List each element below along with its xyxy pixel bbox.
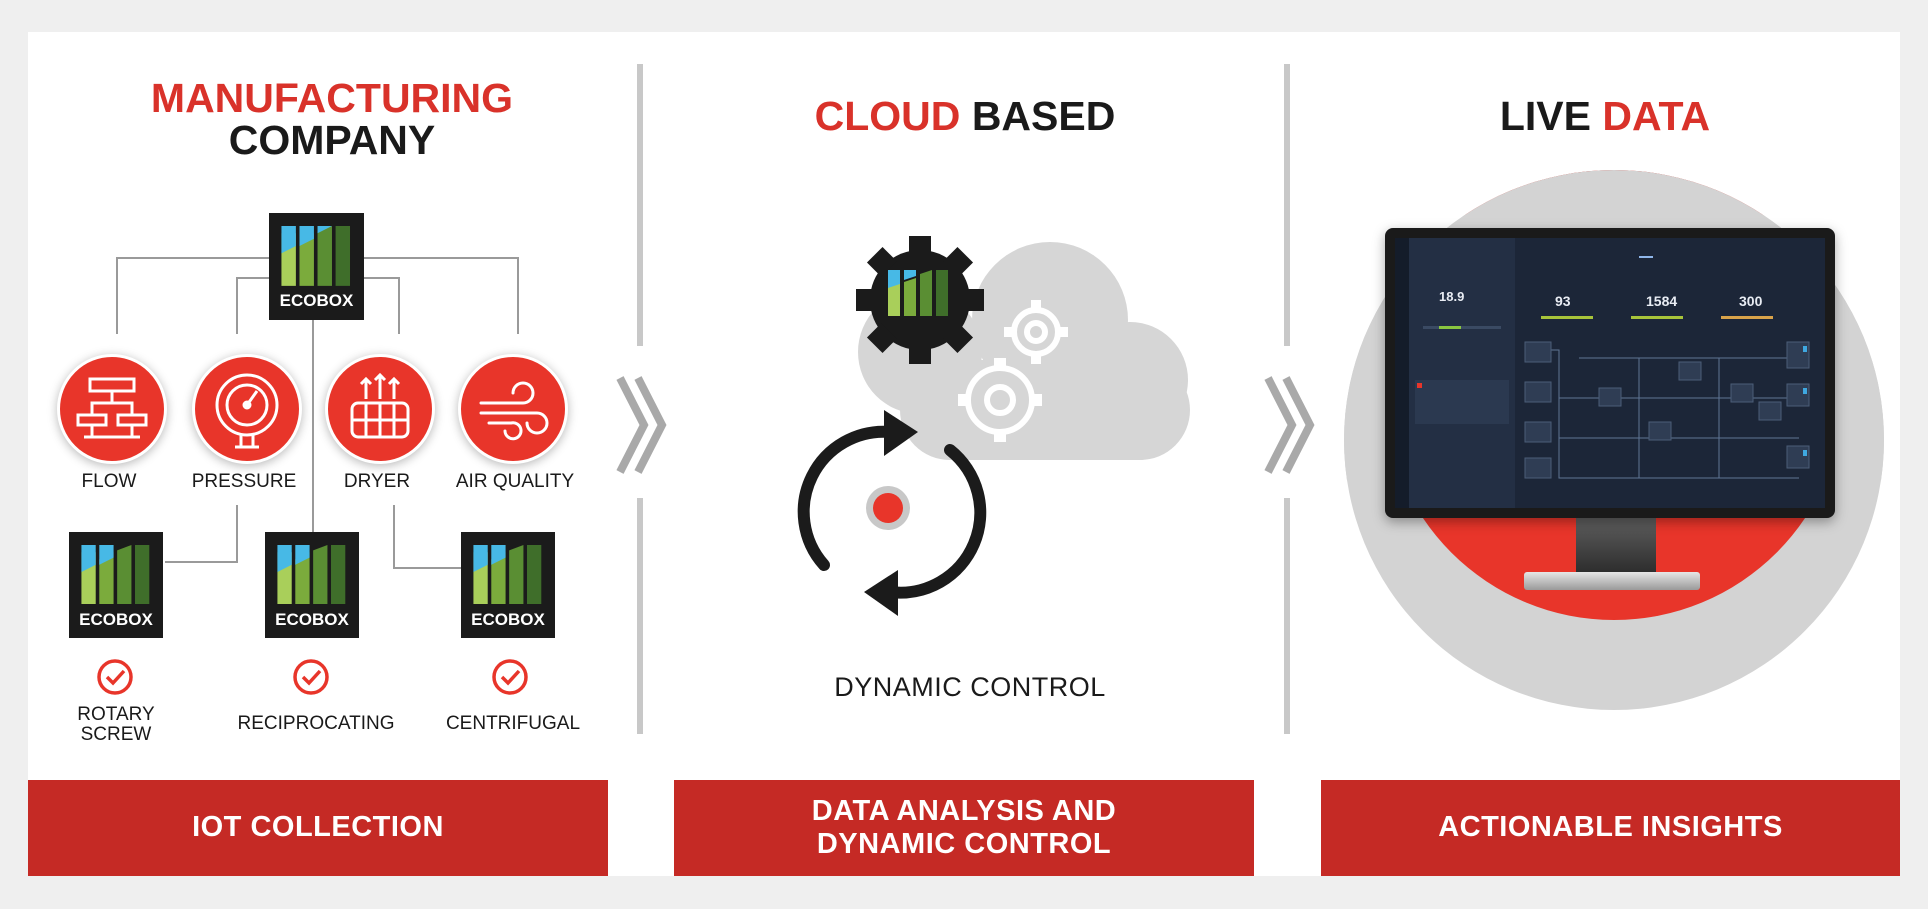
divider-left-bottom bbox=[637, 498, 643, 734]
monitor-frame: 18.9 93 1584 300 bbox=[1385, 228, 1835, 518]
kpi-tab-active bbox=[1639, 256, 1653, 258]
sensor-flow bbox=[57, 354, 167, 464]
divider-right-bottom bbox=[1284, 498, 1290, 734]
pressure-gauge-icon bbox=[215, 373, 279, 449]
check-circle-icon bbox=[97, 659, 133, 695]
col3-title-red: DATA bbox=[1602, 93, 1711, 139]
chevron-right-icon bbox=[616, 376, 667, 474]
monitor-stand-neck bbox=[1576, 510, 1656, 576]
system-diagram bbox=[1524, 341, 1810, 479]
specific-power-bar bbox=[1423, 326, 1501, 329]
col2-title-black: BASED bbox=[971, 93, 1116, 139]
ecobox-logo-icon bbox=[81, 544, 150, 605]
flow-bar bbox=[1631, 316, 1683, 319]
ecobox-label: ECOBOX bbox=[79, 609, 153, 629]
ecobox-logo-icon bbox=[473, 544, 542, 605]
col1-title-red: MANUFACTURING bbox=[150, 75, 514, 121]
banner-line1: DATA ANALYSIS AND bbox=[811, 794, 1117, 827]
banner-actionable-insights: ACTIONABLE INSIGHTS bbox=[1321, 780, 1900, 876]
compressor-label-reciprocating: RECIPROCATING bbox=[237, 713, 395, 734]
power-value: 300 bbox=[1739, 293, 1763, 309]
gear-icon bbox=[856, 236, 984, 364]
air-quality-icon bbox=[479, 381, 549, 441]
check-circle-icon bbox=[492, 659, 528, 695]
sensor-label-air-quality: AIR QUALITY bbox=[455, 471, 575, 492]
dashboard-sidebar bbox=[1395, 238, 1409, 508]
dashboard-screen: 18.9 93 1584 300 bbox=[1395, 238, 1825, 508]
flow-value: 1584 bbox=[1646, 293, 1678, 309]
divider-right-top bbox=[1284, 64, 1290, 346]
compressor-label-line2: SCREW bbox=[80, 723, 152, 745]
sensor-dryer bbox=[325, 354, 435, 464]
ecobox-label: ECOBOX bbox=[471, 609, 545, 629]
sensor-pressure bbox=[192, 354, 302, 464]
col3-title-black: LIVE bbox=[1499, 93, 1591, 139]
compressor-label-centrifugal: CENTRIFUGAL bbox=[445, 713, 581, 734]
sensor-label-flow: FLOW bbox=[81, 471, 137, 492]
ecobox-rotary-screw: ECOBOX bbox=[69, 532, 163, 638]
ecobox-centrifugal: ECOBOX bbox=[461, 532, 555, 638]
compressor-label-rotary-screw: ROTARY SCREW bbox=[56, 705, 176, 745]
ecobox-label: ECOBOX bbox=[279, 291, 354, 311]
alerts-panel bbox=[1415, 380, 1509, 424]
sensor-air-quality bbox=[458, 354, 568, 464]
cloud-control-illustration bbox=[797, 236, 1190, 616]
sensor-label-pressure: PRESSURE bbox=[191, 471, 297, 492]
compressor-label-line1: ROTARY bbox=[77, 704, 155, 725]
col2-title-red: CLOUD bbox=[814, 93, 961, 139]
banner-iot-collection: IOT COLLECTION bbox=[28, 780, 608, 876]
banner-data-analysis-text: DATA ANALYSIS AND DYNAMIC CONTROL bbox=[812, 795, 1116, 862]
col3-title: LIVE DATA bbox=[1330, 96, 1880, 137]
refresh-arrows-icon bbox=[797, 425, 987, 599]
pressure-value: 93 bbox=[1555, 293, 1571, 309]
col1-title-black: COMPANY bbox=[228, 117, 436, 163]
check-circle-icon bbox=[293, 659, 329, 695]
ecobox-logo-icon bbox=[281, 225, 351, 286]
specific-power-bar-fill bbox=[1439, 326, 1461, 329]
flow-icon bbox=[76, 377, 148, 439]
pressure-bar bbox=[1541, 316, 1593, 319]
divider-left-top bbox=[637, 64, 643, 346]
dashboard-left-panel bbox=[1409, 238, 1515, 508]
power-bar bbox=[1721, 316, 1773, 319]
alert-badge bbox=[1417, 383, 1422, 388]
monitor-stand-base bbox=[1524, 572, 1700, 590]
banner-data-analysis: DATA ANALYSIS AND DYNAMIC CONTROL bbox=[674, 780, 1254, 876]
banner-line2: DYNAMIC CONTROL bbox=[816, 828, 1112, 860]
col2-title: CLOUD BASED bbox=[680, 96, 1250, 137]
sensor-label-dryer: DRYER bbox=[343, 471, 411, 492]
specific-power-value: 18.9 bbox=[1439, 289, 1465, 304]
dryer-icon bbox=[350, 372, 410, 439]
ecobox-hub: ECOBOX bbox=[269, 213, 364, 320]
col2-caption: DYNAMIC CONTROL bbox=[834, 672, 1106, 702]
ecobox-logo-icon bbox=[277, 544, 346, 605]
ecobox-reciprocating: ECOBOX bbox=[265, 532, 359, 638]
ecobox-label: ECOBOX bbox=[275, 609, 349, 629]
chevron-right-icon bbox=[1264, 376, 1315, 474]
